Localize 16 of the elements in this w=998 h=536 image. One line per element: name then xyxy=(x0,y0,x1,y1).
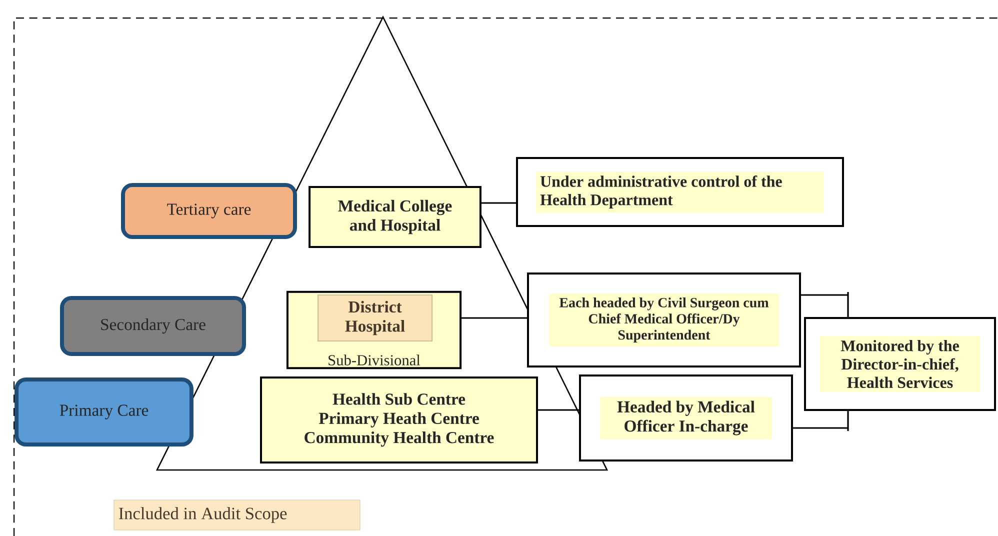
connector-line xyxy=(481,202,516,204)
care-level-box: Secondary Care xyxy=(60,296,246,356)
legend-item: Included in Audit Scope xyxy=(114,500,360,530)
facility-box: Health Sub Centre Primary Heath Centre Community Health Centre xyxy=(260,376,538,464)
note-box: Each headed by Civil Surgeon cum Chief Medical Officer/Dy Superintendent xyxy=(527,272,801,368)
facility-box: Medical College and Hospital xyxy=(308,186,482,248)
connector-line xyxy=(538,409,579,411)
note-box: Under administrative control of the Health Department xyxy=(516,157,844,227)
connector-line xyxy=(801,291,849,317)
note-box: Monitored by the Director-in-chief, Health Services xyxy=(804,317,996,411)
connector-line xyxy=(793,411,849,432)
care-level-box: Primary Care xyxy=(14,377,194,447)
care-level-box: Tertiary care xyxy=(121,183,297,239)
note-box: Headed by Medical Officer In-charge xyxy=(579,374,793,462)
district-hospital-box: District Hospital xyxy=(317,294,433,342)
connector-line xyxy=(462,317,527,319)
